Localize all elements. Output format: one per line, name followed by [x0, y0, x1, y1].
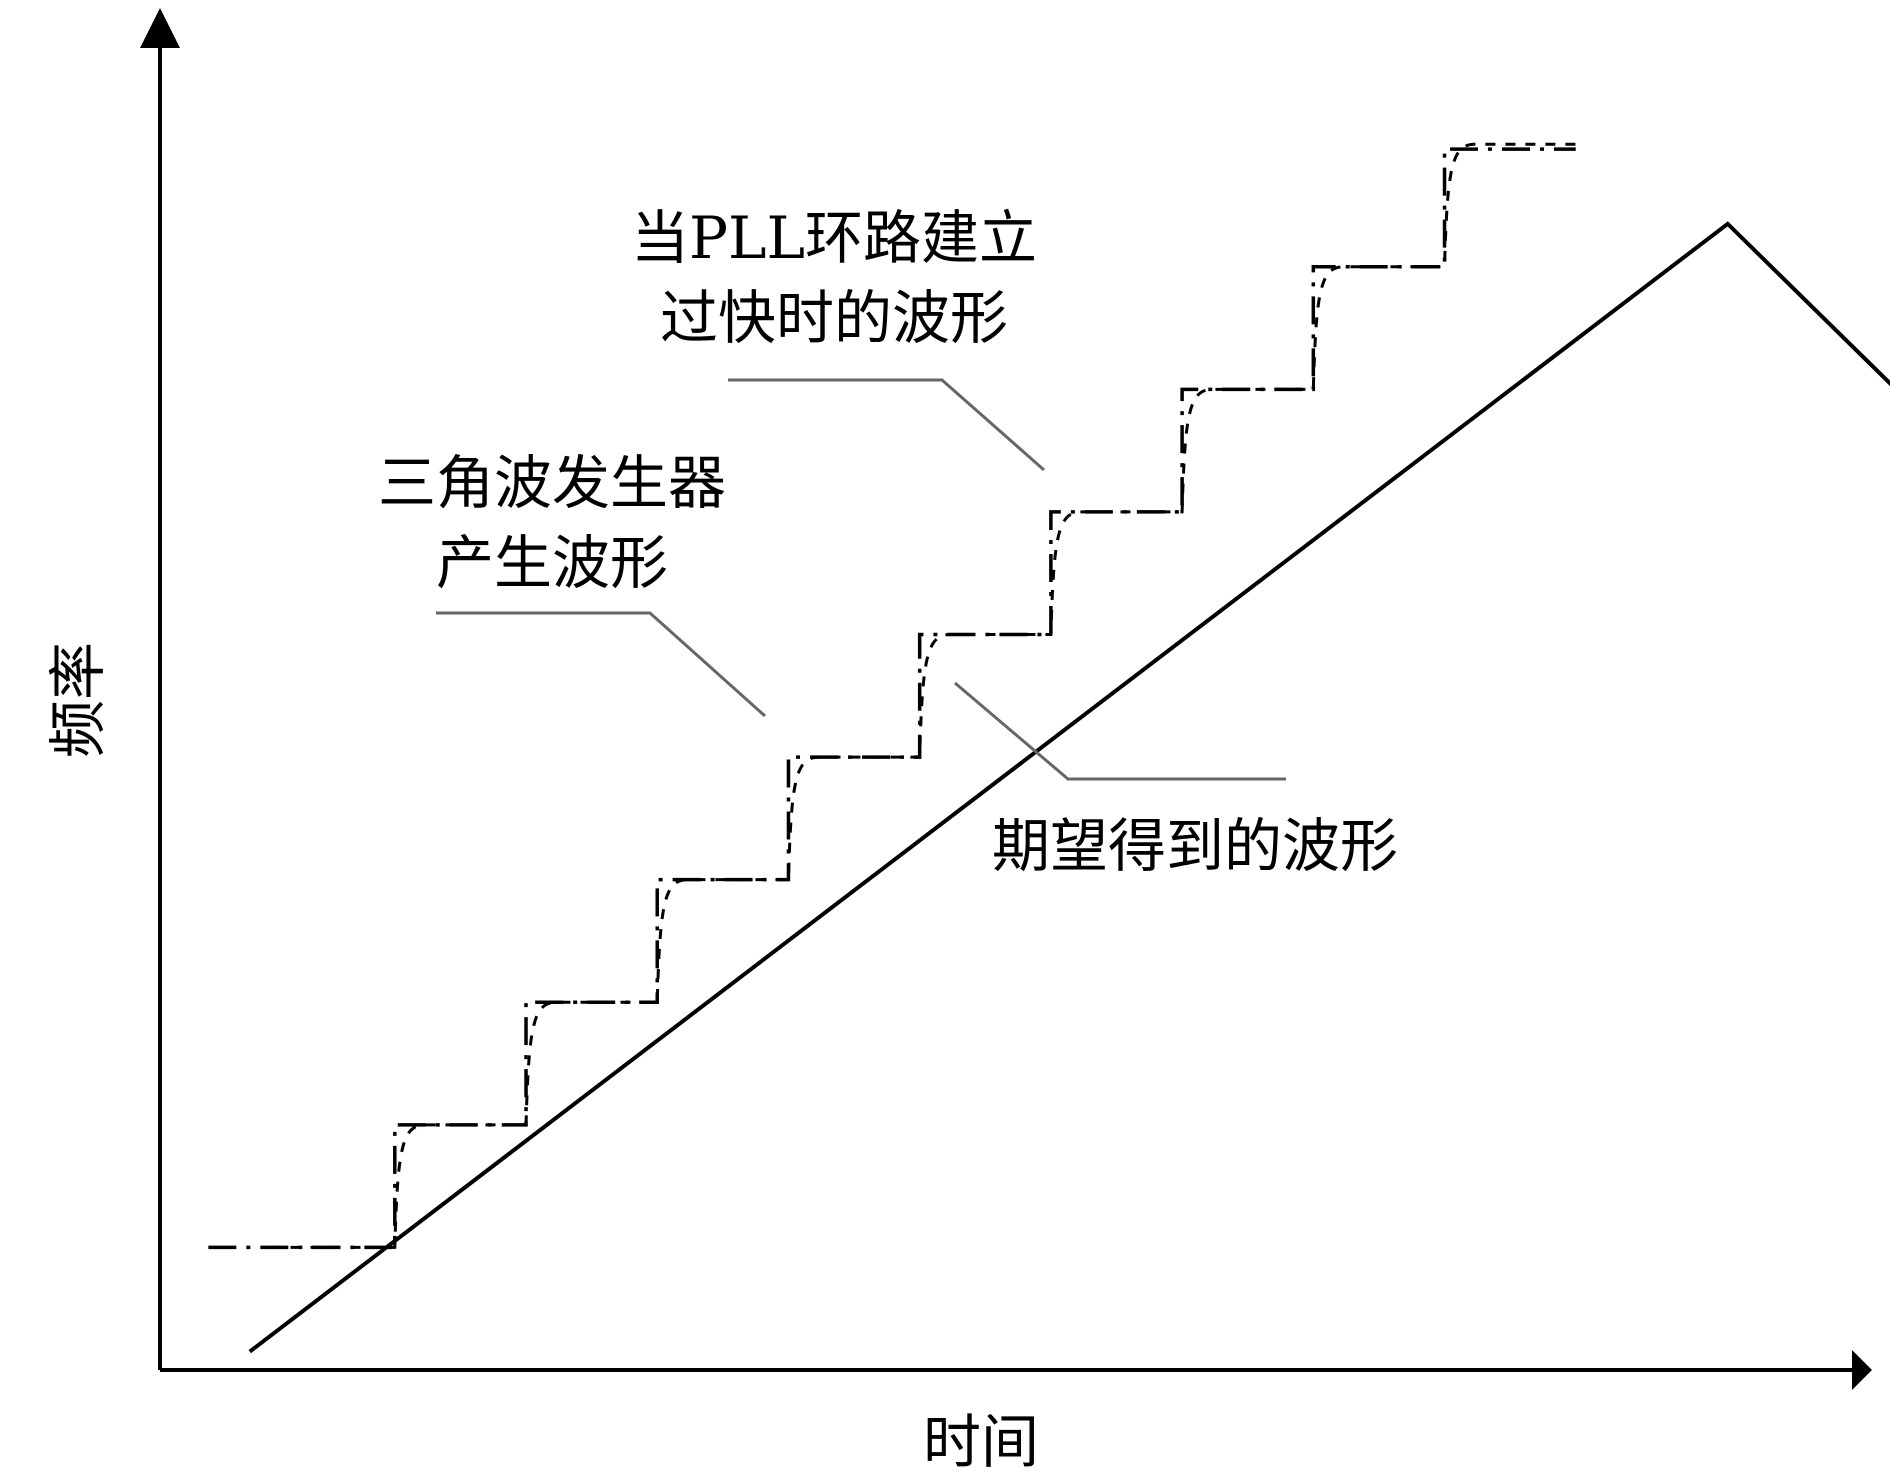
leader-lines	[436, 378, 1286, 781]
annotation-triangle-line-2: 产生波形	[436, 529, 668, 597]
y-axis-label: 频率	[44, 642, 112, 758]
leader-line-ideal	[954, 681, 1286, 781]
annotations: 当PLL环路建立 过快时的波形 三角波发生器 产生波形 期望得到的波形	[378, 204, 1398, 880]
axes	[140, 8, 1872, 1390]
annotation-pll-line-1: 当PLL环路建立	[631, 204, 1037, 272]
leader-line-pll	[728, 378, 1045, 472]
series-line-pll	[270, 142, 1576, 1249]
annotation-ideal: 期望得到的波形	[992, 812, 1398, 880]
plot-area	[208, 142, 1890, 1354]
series-line-ideal	[248, 221, 1890, 1354]
leader-line-triangle	[436, 611, 767, 718]
annotation-pll-line-2: 过快时的波形	[660, 284, 1008, 352]
x-axis-label: 时间	[923, 1408, 1039, 1472]
x-axis-arrow-icon	[1852, 1350, 1872, 1390]
y-axis-arrow-icon	[140, 8, 180, 48]
annotation-triangle-line-1: 三角波发生器	[378, 449, 726, 517]
